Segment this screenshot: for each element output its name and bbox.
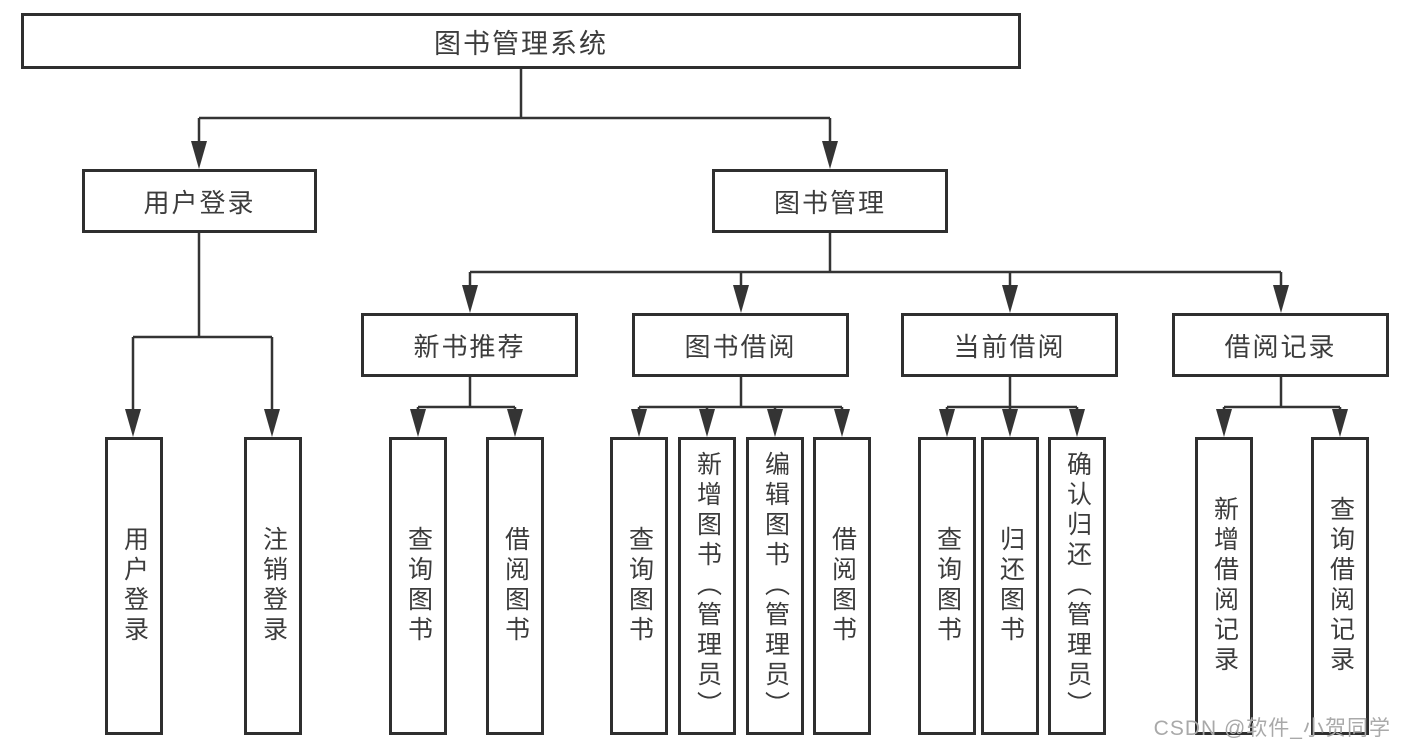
- node-current-borrowing: 当前借阅: [901, 313, 1118, 377]
- node-borrowing-records: 借阅记录: [1172, 313, 1389, 377]
- node-label: 用户登录: [143, 187, 256, 218]
- leaf-borrow-books-recommend: 借阅图书: [486, 437, 544, 735]
- node-user-login: 用户登录: [82, 169, 317, 233]
- node-book-management: 图书管理: [712, 169, 948, 233]
- leaf-confirm-return-admin: 确认归还（管理员）: [1048, 437, 1106, 735]
- leaf-edit-books-admin: 编辑图书（管理员）: [746, 437, 804, 735]
- node-label: 图书借阅: [684, 331, 797, 362]
- node-label: 借阅记录: [1224, 331, 1337, 362]
- leaf-search-books-recommend: 查询图书: [389, 437, 447, 735]
- node-label: 借阅图书: [501, 526, 530, 646]
- node-book-borrowing: 图书借阅: [632, 313, 849, 377]
- node-label: 注销登录: [259, 526, 288, 646]
- node-label: 图书管理系统: [434, 28, 608, 59]
- leaf-search-books-current: 查询图书: [918, 437, 976, 735]
- node-library-management-system: 图书管理系统: [21, 13, 1021, 69]
- node-label: 用户登录: [120, 526, 149, 646]
- node-label: 图书管理: [773, 187, 886, 218]
- node-label: 当前借阅: [953, 331, 1066, 362]
- leaf-search-borrow-record: 查询借阅记录: [1311, 437, 1369, 735]
- node-label: 查询图书: [933, 526, 962, 646]
- leaf-return-books: 归还图书: [981, 437, 1039, 735]
- node-label: 确认归还（管理员）: [1063, 451, 1092, 721]
- watermark: CSDN @软件_小贺同学: [1153, 717, 1391, 740]
- node-label: 编辑图书（管理员）: [761, 451, 790, 721]
- leaf-user-login: 用户登录: [105, 437, 163, 735]
- node-label: 查询图书: [404, 526, 433, 646]
- node-label: 归还图书: [996, 526, 1025, 646]
- node-label: 新书推荐: [413, 331, 526, 362]
- node-label: 新增借阅记录: [1210, 496, 1239, 676]
- leaf-add-borrow-record: 新增借阅记录: [1195, 437, 1253, 735]
- leaf-search-books-borrowing: 查询图书: [610, 437, 668, 735]
- node-label: 查询图书: [625, 526, 654, 646]
- node-label: 借阅图书: [828, 526, 857, 646]
- node-new-book-recommendation: 新书推荐: [361, 313, 578, 377]
- leaf-logout: 注销登录: [244, 437, 302, 735]
- node-label: 新增图书（管理员）: [693, 451, 722, 721]
- node-label: 查询借阅记录: [1326, 496, 1355, 676]
- leaf-add-books-admin: 新增图书（管理员）: [678, 437, 736, 735]
- leaf-borrow-books: 借阅图书: [813, 437, 871, 735]
